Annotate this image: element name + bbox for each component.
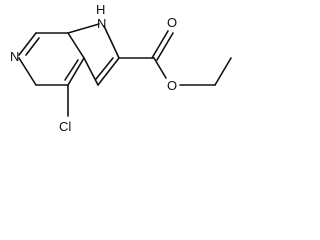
bond-carbonyl-o-double-b — [156, 32, 174, 61]
structure-canvas: N H N O O Cl — [10, 2, 232, 134]
bond-n6-c7-inner — [25, 37, 40, 56]
ester-oxygen-label: O — [167, 78, 177, 93]
bond-carbonyl-ester-o — [153, 57, 167, 79]
bond-c3a-c4 — [67, 57, 85, 86]
chlorine-label: Cl — [59, 119, 71, 134]
pyridine-nitrogen-label: N — [10, 49, 19, 64]
bond-c2-c3 — [97, 57, 120, 86]
atom-labels-group: N H N O O Cl — [10, 2, 177, 134]
bond-ch2-ch3 — [214, 57, 232, 86]
carbonyl-oxygen-label: O — [167, 15, 177, 30]
bond-c2-c3-inner — [95, 57, 114, 80]
bond-c7a-n1 — [67, 23, 100, 34]
bonds-group — [18, 23, 232, 117]
bond-carbonyl-o-double-a — [151, 30, 169, 59]
bond-c3a-c4-inner — [64, 59, 79, 81]
nh-hydrogen-label: H — [96, 2, 105, 17]
bond-c3-c3a — [83, 57, 99, 86]
nh-nitrogen-label: N — [97, 16, 106, 31]
bond-n6-c7 — [18, 32, 37, 56]
bond-n1-c2 — [103, 25, 120, 59]
bond-c7a-c3a — [67, 32, 85, 59]
bond-c5-n6 — [18, 57, 37, 86]
